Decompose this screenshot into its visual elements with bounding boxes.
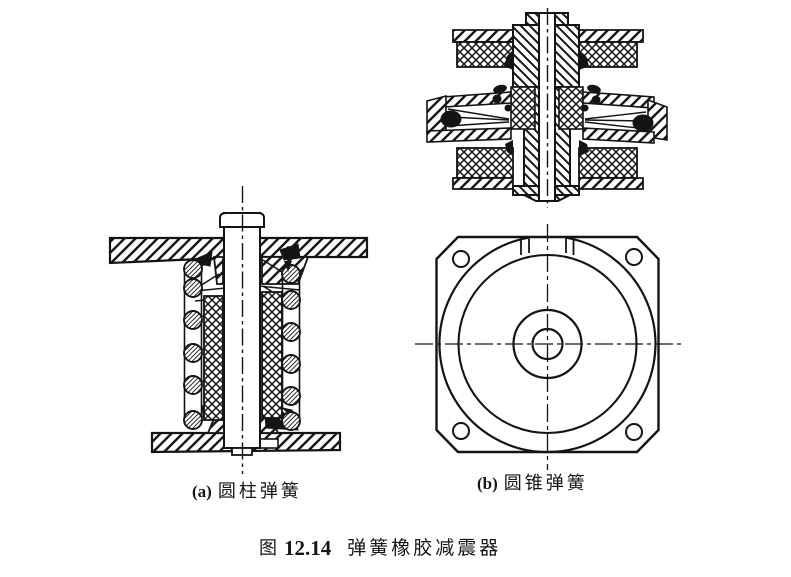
bolt-holes [452, 248, 643, 441]
rubber-block-bottom-left [456, 147, 514, 179]
figure-caption-title: 弹簧橡胶减震器 [347, 538, 502, 559]
subfigure-b-label: (b) [477, 474, 498, 493]
junction-wedge-br [579, 140, 589, 156]
rubber-block-bottom-right [578, 147, 638, 179]
top-strap-left [452, 29, 514, 43]
conical-spring-arm-right [581, 84, 668, 144]
spring-end-arrow [284, 246, 292, 272]
coil-spring-right-sections [281, 264, 301, 431]
bottom-strap-right [578, 177, 644, 190]
bottom-strap-left [452, 177, 514, 190]
subfigure-b-caption: (b) 圆锥弹簧 [477, 469, 588, 495]
figure-caption: 图 12.14 弹簧橡胶减震器 [259, 533, 501, 561]
figure-caption-prefix: 图 [259, 538, 277, 558]
upper-plate-boss-left [212, 256, 224, 285]
subfigure-b-title: 圆锥弹簧 [503, 473, 588, 493]
top-strap-right [578, 29, 644, 43]
coil-spring-left-sections [183, 259, 203, 430]
rubber-ring-left [510, 86, 536, 130]
rubber-block-top-left [456, 41, 514, 68]
diagram-a-cylindrical-spring-section [108, 186, 369, 474]
subfigure-a-caption: (a) 圆柱弹簧 [192, 477, 302, 503]
upper-retainer-right [279, 243, 301, 261]
rubber-sleeve-left [203, 295, 224, 421]
conical-spring-arm-left [426, 84, 512, 143]
junction-wedge-bl [505, 140, 513, 156]
subfigure-a-title: 圆柱弹簧 [217, 481, 302, 501]
rubber-ring-right [558, 86, 584, 130]
diagram-b-conical-spring-section [426, 8, 668, 208]
junction-wedge-tl [504, 50, 513, 70]
rubber-sleeve-right [261, 291, 283, 419]
rim-notches [520, 237, 575, 255]
junction-wedge-tr [579, 50, 589, 70]
subfigure-a-label: (a) [192, 482, 212, 501]
figure-caption-number: 12.14 [284, 536, 332, 560]
diagram-b-plan-view [415, 224, 683, 470]
